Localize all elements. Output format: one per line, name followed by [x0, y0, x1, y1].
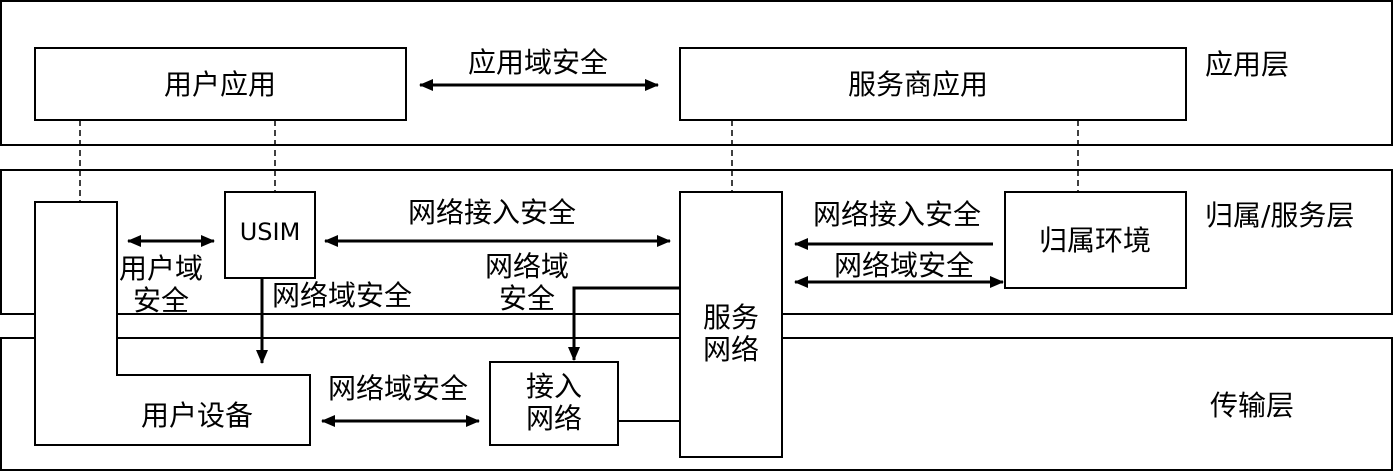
provider-application-box [679, 47, 1187, 121]
transport-layer-label: 传输层 [1210, 389, 1294, 422]
network-access-security-label-right: 网络接入安全 [813, 198, 981, 231]
network-domain-security-right-label: 网络域安全 [834, 249, 974, 282]
access-network-label-line1: 接入 [526, 370, 582, 403]
home-environment-label: 归属环境 [1039, 224, 1151, 257]
application-domain-security-label: 应用域安全 [468, 46, 608, 79]
access-network-box [489, 361, 619, 446]
network-domain-security-usim-label: 网络域安全 [272, 279, 412, 312]
user-application-label: 用户应用 [164, 68, 276, 101]
access-network-label-line2: 网络 [526, 402, 582, 435]
serving-network-label-line1: 服务 [703, 301, 759, 334]
network-domain-security-bottom-label: 网络域安全 [328, 372, 468, 405]
user-domain-security-label-line2: 安全 [133, 284, 189, 317]
usim-label: USIM [240, 218, 301, 246]
home-environment-box [1004, 191, 1187, 289]
user-application-box [34, 47, 407, 121]
network-domain-security-center-line2: 安全 [499, 282, 555, 315]
user-equipment-box [34, 201, 311, 446]
network-access-security-label-left: 网络接入安全 [408, 196, 576, 229]
serving-to-access-arrow [568, 286, 680, 361]
home-serving-layer-label: 归属/服务层 [1205, 199, 1354, 232]
usim-box [224, 191, 316, 279]
provider-application-label: 服务商应用 [848, 68, 988, 101]
user-domain-security-label-line1: 用户域 [119, 252, 203, 285]
serving-network-box [679, 191, 783, 458]
serving-network-label-line2: 网络 [703, 333, 759, 366]
user-equipment-label: 用户设备 [141, 399, 253, 432]
network-domain-security-center-line1: 网络域 [485, 250, 569, 283]
application-layer-label: 应用层 [1205, 48, 1289, 81]
